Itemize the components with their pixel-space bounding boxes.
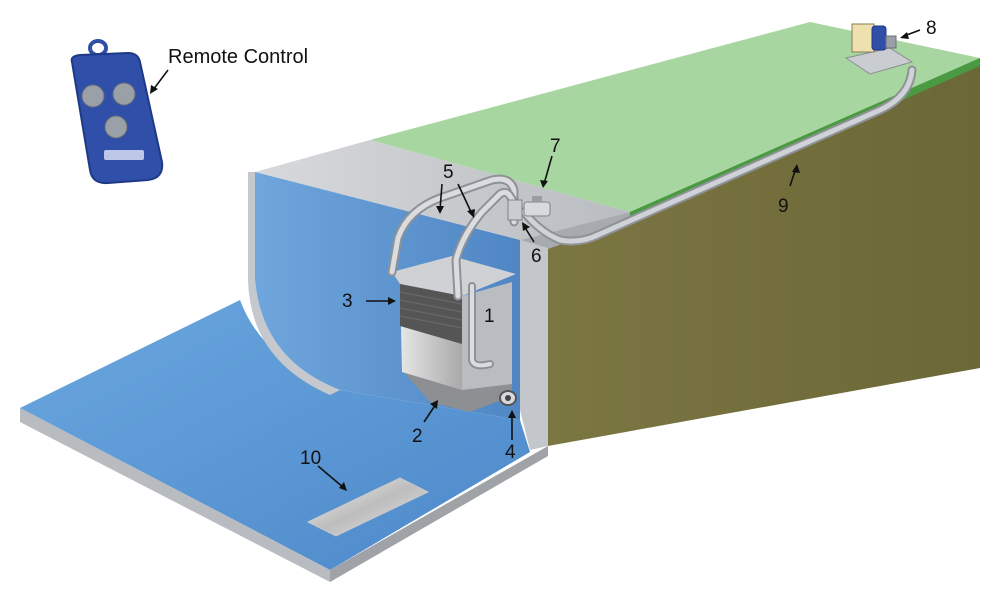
callout-arrows	[317, 29, 921, 491]
pool-slab-edge-right	[330, 446, 548, 582]
pump-control-box	[851, 23, 875, 53]
callout-5: 5	[443, 162, 454, 183]
soil-side	[548, 58, 980, 446]
pump-base	[844, 47, 914, 75]
remote-keyring-loop	[88, 39, 108, 57]
callout-6: 6	[531, 246, 542, 267]
remote-control-title: Remote Control	[168, 46, 308, 68]
remote-arrow	[152, 69, 169, 91]
pipework	[387, 65, 917, 370]
callout-8: 8	[926, 18, 937, 39]
remote-brand-logo	[104, 150, 144, 160]
callout-9: 9	[778, 196, 789, 217]
pool-corner-wall	[520, 240, 548, 450]
remote-button-2	[112, 82, 136, 106]
remote-arrowhead	[150, 85, 158, 94]
grass-lawn	[370, 22, 980, 212]
callout-7: 7	[550, 136, 561, 157]
pool-wall-curve	[248, 172, 340, 395]
pump-motor	[871, 25, 887, 51]
remote-control	[70, 39, 164, 185]
callout-1: 1	[484, 306, 495, 327]
callout-2: 2	[412, 426, 423, 447]
remote-button-3	[104, 115, 128, 139]
main-drain-grate	[306, 477, 430, 537]
coping-strip	[520, 212, 630, 250]
valve-fitting	[507, 196, 551, 221]
callout-3: 3	[342, 291, 353, 312]
cover-box-assembly	[392, 256, 517, 412]
pool-slab-edge	[20, 408, 330, 582]
remote-button-1	[81, 84, 105, 108]
pump-unit	[844, 23, 914, 75]
callout-10: 10	[300, 448, 321, 469]
callout-4: 4	[505, 442, 516, 463]
